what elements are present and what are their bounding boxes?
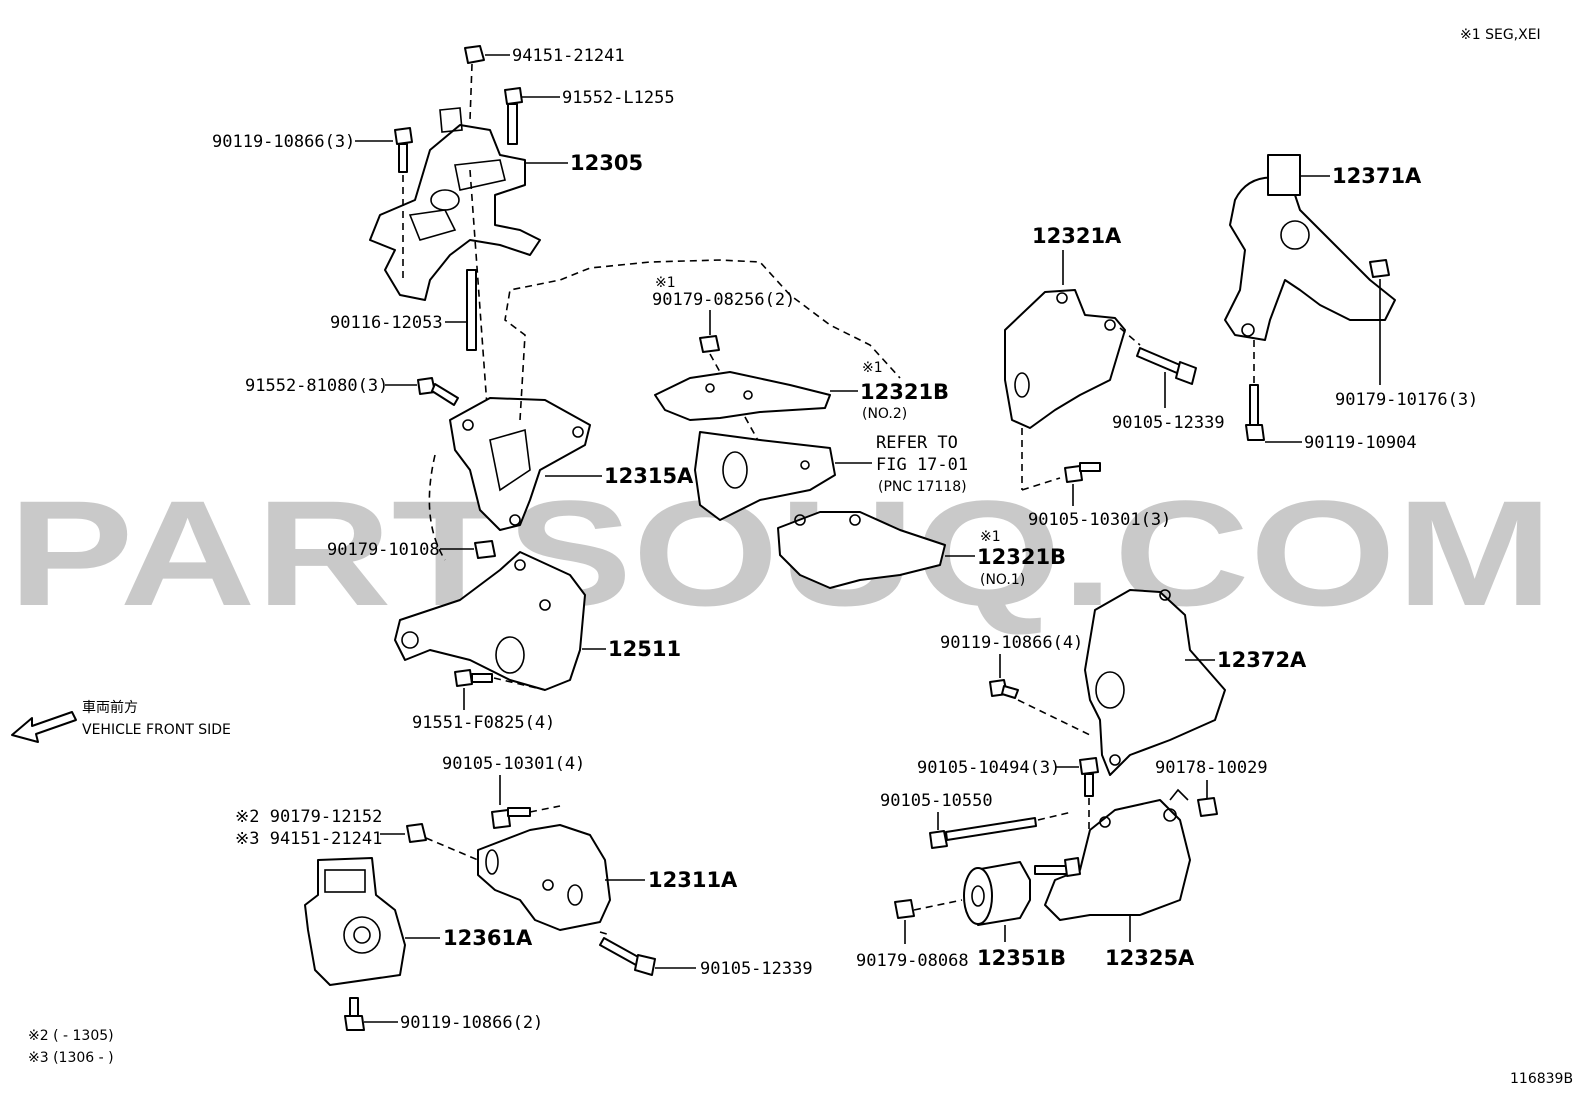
bolt-90105-12339-a[interactable] bbox=[1136, 347, 1197, 385]
label-91552-L1255: 91552-L1255 bbox=[562, 88, 675, 108]
label-12372A: 12372A bbox=[1217, 648, 1307, 672]
bolt-90105-12339-b[interactable] bbox=[599, 937, 656, 976]
label-90179-12152: ※2 90179-12152 bbox=[235, 807, 382, 827]
bolt-90105-10550[interactable] bbox=[929, 817, 1037, 849]
label-90105-10550: 90105-10550 bbox=[880, 791, 993, 811]
nut-90179-08068[interactable] bbox=[894, 899, 915, 919]
shield-12321B-no1[interactable] bbox=[777, 511, 946, 589]
label-90105-10301-3: 90105-10301(3) bbox=[1028, 510, 1171, 530]
bolt-90119-10866-4[interactable] bbox=[989, 679, 1019, 699]
vehicle-front-arrow-icon bbox=[11, 711, 77, 743]
label-90179-10108: 90179-10108 bbox=[327, 540, 440, 560]
refer-line3: (PNC 17118) bbox=[878, 479, 967, 495]
label-90116-12053: 90116-12053 bbox=[330, 313, 443, 333]
label-12315A: 12315A bbox=[604, 464, 694, 488]
label-94151-21241-b: ※3 94151-21241 bbox=[235, 829, 382, 849]
bolt-90105-10301-3[interactable] bbox=[1064, 462, 1101, 483]
bolt-90105-10494-3[interactable] bbox=[1079, 757, 1099, 797]
label-12321A: 12321A bbox=[1032, 224, 1122, 248]
label-no1: (NO.1) bbox=[980, 572, 1025, 588]
nut-94151-21241[interactable] bbox=[464, 45, 485, 64]
bracket-12321A[interactable] bbox=[1004, 289, 1126, 429]
label-12371A: 12371A bbox=[1332, 164, 1422, 188]
label-no2: (NO.2) bbox=[862, 406, 907, 422]
bolt-90119-10904[interactable] bbox=[1245, 384, 1265, 441]
label-90105-10301-4: 90105-10301(4) bbox=[442, 754, 585, 774]
mark-1b: ※1 bbox=[862, 360, 883, 376]
label-91552-81080-3: 91552-81080(3) bbox=[245, 376, 388, 396]
label-12361A: 12361A bbox=[443, 926, 533, 950]
label-90119-10904: 90119-10904 bbox=[1304, 433, 1417, 453]
label-12351B: 12351B bbox=[977, 946, 1066, 970]
label-12511: 12511 bbox=[608, 637, 681, 661]
nut-90179-10108[interactable] bbox=[474, 540, 496, 559]
mark-1a: ※1 bbox=[655, 275, 676, 291]
label-12321B-no1: 12321B bbox=[977, 545, 1066, 569]
bolt-91552-81080-3[interactable] bbox=[417, 377, 459, 406]
nut-90179-08256[interactable] bbox=[699, 335, 720, 353]
footnote-3: ※3 (1306 - ) bbox=[28, 1050, 114, 1066]
nut-90179-10176-3[interactable] bbox=[1369, 259, 1390, 278]
label-90105-12339-a: 90105-12339 bbox=[1112, 413, 1225, 433]
mount-12361A[interactable] bbox=[304, 857, 406, 986]
bolt-91551-F0825-4[interactable] bbox=[454, 669, 493, 687]
label-90119-10866-4: 90119-10866(4) bbox=[940, 633, 1083, 653]
refer-line2: FIG 17-01 bbox=[876, 455, 968, 475]
label-94151-21241: 94151-21241 bbox=[512, 46, 625, 66]
label-12311A: 12311A bbox=[648, 868, 738, 892]
bolt-91552-L1255[interactable] bbox=[504, 87, 523, 145]
bracket-12325A[interactable] bbox=[1044, 788, 1191, 921]
label-90105-10494-3: 90105-10494(3) bbox=[917, 758, 1060, 778]
label-90179-08256-2: 90179-08256(2) bbox=[652, 290, 795, 310]
bushing-12351B[interactable] bbox=[963, 861, 1031, 926]
nut-90178-10029[interactable] bbox=[1197, 797, 1218, 817]
label-12305: 12305 bbox=[570, 151, 643, 175]
footnote-2: ※2 ( - 1305) bbox=[28, 1028, 114, 1044]
label-90119-10866-3: 90119-10866(3) bbox=[212, 132, 355, 152]
bracket-center[interactable] bbox=[694, 431, 836, 521]
direction-jp: 車両前方 bbox=[82, 699, 138, 716]
label-91551-F0825-4: 91551-F0825(4) bbox=[412, 713, 555, 733]
label-90105-12339-b: 90105-12339 bbox=[700, 959, 813, 979]
direction-en: VEHICLE FRONT SIDE bbox=[82, 722, 231, 738]
bolt-bracket-stud[interactable] bbox=[1034, 857, 1081, 877]
mark-1c: ※1 bbox=[980, 529, 1001, 545]
stud-90116-12053[interactable] bbox=[466, 269, 477, 351]
label-12325A: 12325A bbox=[1105, 946, 1195, 970]
engine-mount-12305[interactable] bbox=[369, 107, 541, 301]
nut-94151-21241-b[interactable] bbox=[406, 823, 427, 843]
bracket-12311A[interactable] bbox=[477, 824, 611, 931]
label-90179-10176-3: 90179-10176(3) bbox=[1335, 390, 1478, 410]
header-note: ※1 SEG,XEI bbox=[1460, 27, 1541, 43]
refer-line1: REFER TO bbox=[876, 433, 958, 453]
figure-id: 116839B bbox=[1510, 1071, 1573, 1087]
bolt-90105-10301-4[interactable] bbox=[491, 807, 531, 829]
bracket-12511[interactable] bbox=[394, 551, 586, 691]
bracket-12315A[interactable] bbox=[449, 397, 591, 531]
label-90179-08068: 90179-08068 bbox=[856, 951, 969, 971]
label-12321B-no2: 12321B bbox=[860, 380, 949, 404]
mount-12372A[interactable] bbox=[1084, 589, 1226, 776]
mount-12371A[interactable] bbox=[1224, 154, 1396, 341]
label-90119-10866-2: 90119-10866(2) bbox=[400, 1013, 543, 1033]
bolt-90119-10866-2[interactable] bbox=[344, 997, 365, 1031]
label-90178-10029: 90178-10029 bbox=[1155, 758, 1268, 778]
bolt-90119-10866-3[interactable] bbox=[394, 127, 413, 173]
shield-12321B-no2[interactable] bbox=[654, 371, 831, 421]
